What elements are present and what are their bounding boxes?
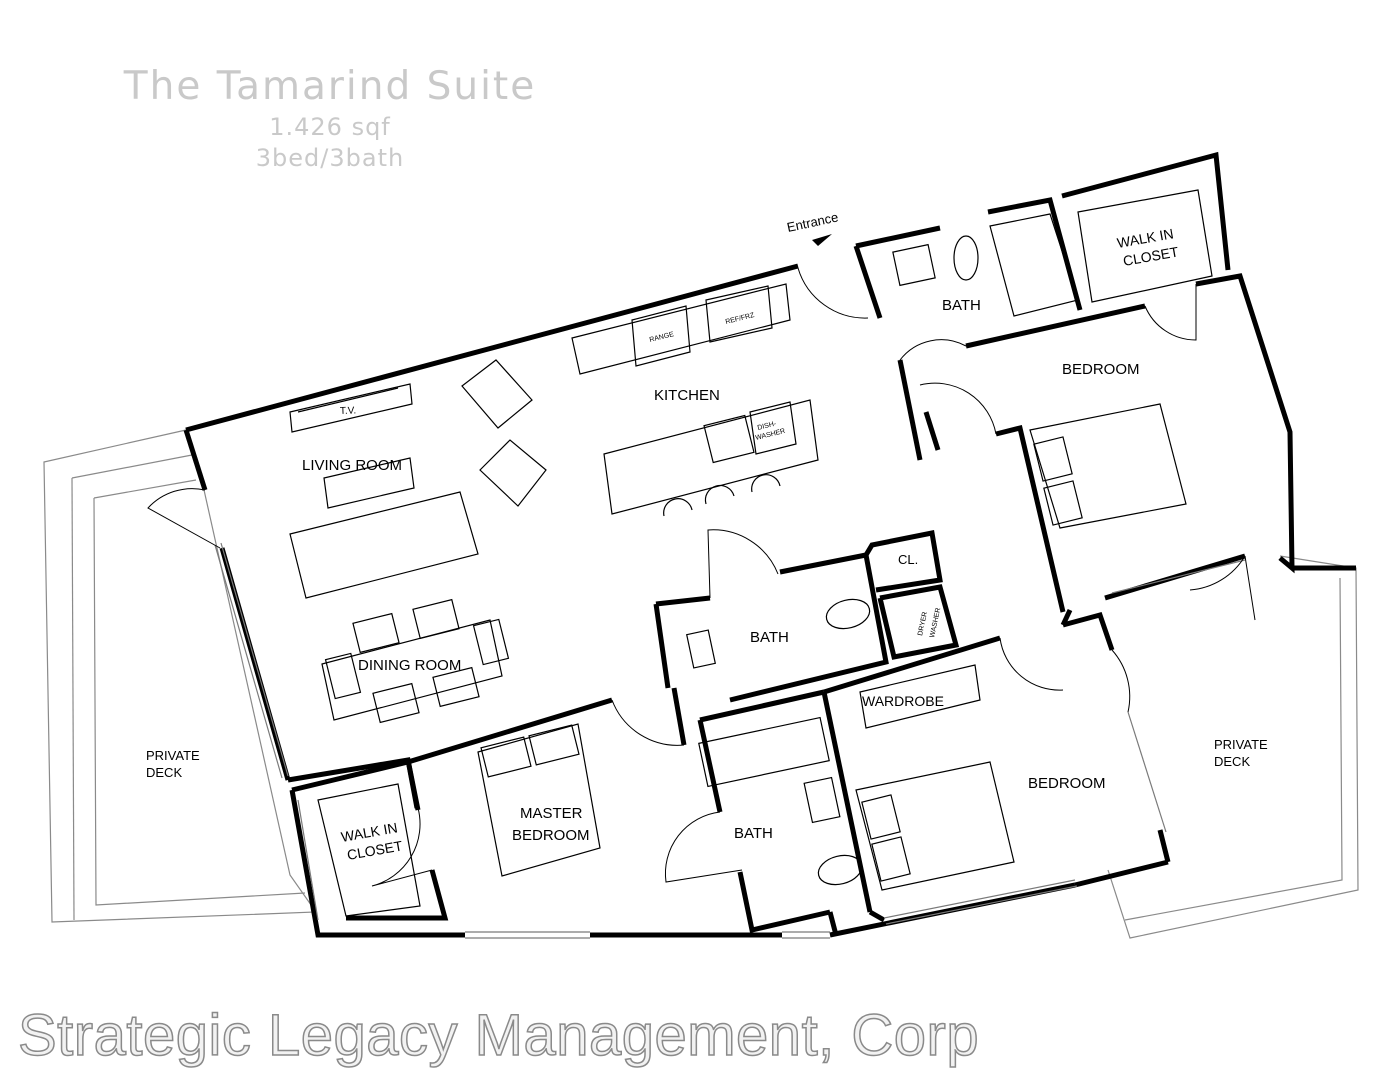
kitchen-fixtures bbox=[571, 283, 819, 517]
fridge-label: REF/FRZ bbox=[725, 312, 756, 326]
living-room-label: LIVING ROOM bbox=[302, 457, 402, 474]
bath-low-label: BATH bbox=[734, 825, 773, 842]
bed-master bbox=[477, 723, 601, 877]
left-private-deck bbox=[43, 429, 318, 923]
deck-left-label-1: PRIVATE bbox=[146, 748, 200, 763]
bedroom-low-label: BEDROOM bbox=[1028, 775, 1106, 792]
suite-layout: 3bed/3bath bbox=[255, 144, 405, 172]
armchair-bottom bbox=[479, 439, 547, 507]
sofa bbox=[289, 491, 479, 599]
walk-in-top bbox=[1077, 189, 1213, 303]
right-private-deck bbox=[1107, 555, 1359, 939]
dishwasher-icon bbox=[749, 401, 797, 455]
range-label: RANGE bbox=[649, 331, 675, 344]
bed-top bbox=[1029, 403, 1187, 529]
dryer-label-2: WASHER bbox=[929, 607, 942, 638]
bath-top-label: BATH bbox=[942, 297, 981, 314]
deck-right-label-1: PRIVATE bbox=[1214, 737, 1268, 752]
beds bbox=[317, 189, 1213, 917]
bath-fixtures bbox=[685, 213, 1079, 886]
bed-low bbox=[855, 761, 1015, 891]
company-watermark: Strategic Legacy Management, Corp bbox=[17, 1002, 980, 1069]
windows bbox=[214, 542, 1246, 939]
fridge-icon bbox=[705, 285, 773, 343]
walls bbox=[183, 151, 1356, 938]
armchair-top bbox=[461, 359, 533, 429]
tv-label: T.V. bbox=[340, 405, 357, 417]
dryer-label-1: DRYER bbox=[917, 611, 929, 636]
bath-mid-label: BATH bbox=[750, 629, 789, 646]
range-icon bbox=[631, 305, 691, 367]
wardrobe-shelf bbox=[859, 664, 981, 729]
wardrobe-label: WARDROBE bbox=[862, 693, 944, 709]
dining-room-label: DINING ROOM bbox=[358, 657, 461, 674]
entrance-label: Entrance bbox=[786, 209, 840, 234]
deck-right-label-2: DECK bbox=[1214, 754, 1250, 769]
kitchen-label: KITCHEN bbox=[654, 387, 720, 404]
entrance-arrow-icon bbox=[812, 234, 832, 246]
kitchen-island bbox=[603, 399, 819, 515]
suite-title: The Tamarind Suite bbox=[123, 64, 537, 109]
walk-in-left bbox=[317, 783, 421, 917]
tv-stand bbox=[289, 383, 413, 433]
bedroom-top-label: BEDROOM bbox=[1062, 361, 1140, 378]
dining-furniture bbox=[321, 598, 510, 724]
living-furniture bbox=[289, 359, 547, 599]
deck-left-label-2: DECK bbox=[146, 765, 182, 780]
master-bedroom-label-1: MASTER bbox=[520, 805, 583, 822]
doors bbox=[147, 267, 1256, 887]
sink-icon bbox=[703, 414, 755, 464]
master-bedroom-label-2: BEDROOM bbox=[512, 827, 590, 844]
suite-size: 1.426 sqf bbox=[269, 113, 391, 141]
coffee-table bbox=[323, 457, 415, 509]
dishwasher-label-1: DISH- bbox=[757, 420, 778, 432]
closet-label: CL. bbox=[898, 552, 918, 567]
